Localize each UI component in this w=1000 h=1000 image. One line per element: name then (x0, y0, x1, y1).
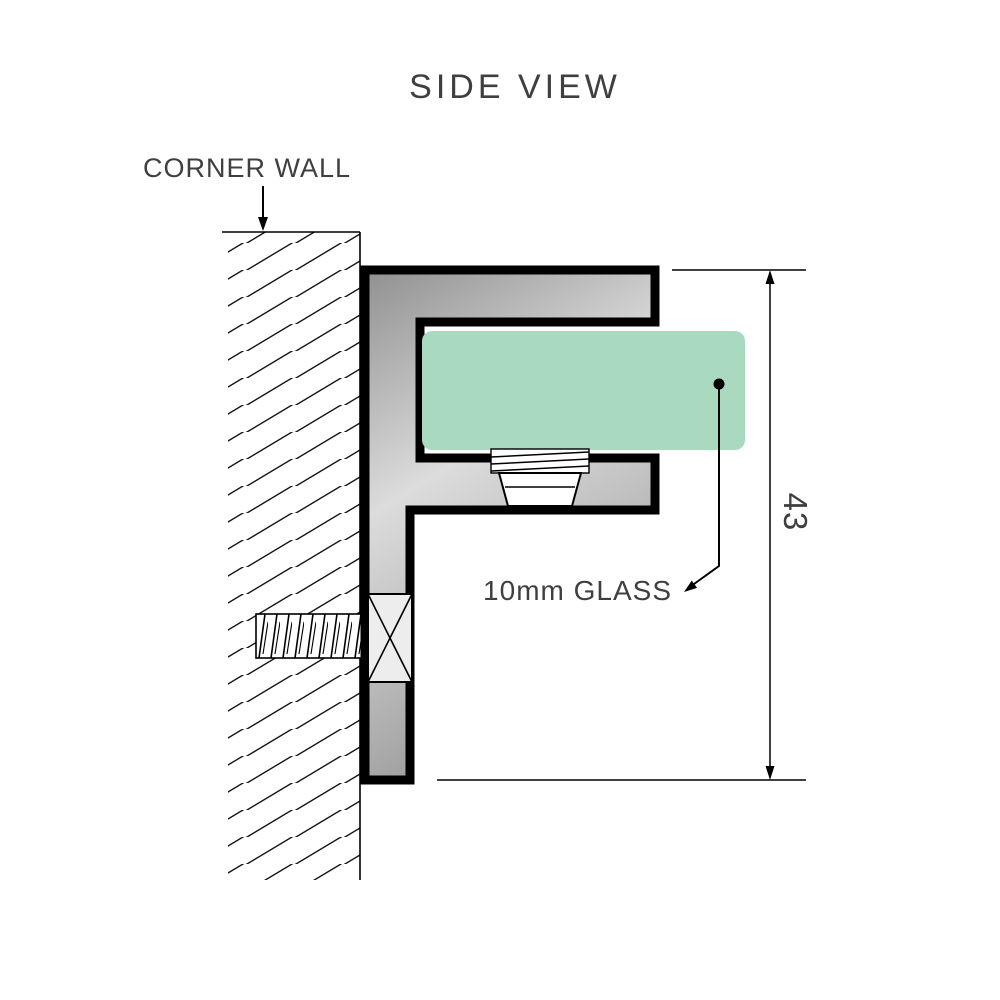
wall (222, 231, 361, 880)
corner-wall-arrow (258, 186, 268, 231)
wall-hatching (228, 232, 360, 880)
wall-screw-head (367, 593, 413, 683)
bracket-profile (360, 265, 660, 785)
dimension-arrow-bottom (765, 766, 775, 780)
dimension-label: 43 (777, 493, 814, 532)
page-title: SIDE VIEW (409, 68, 621, 106)
corner-wall-label: CORNER WALL (143, 153, 351, 183)
glass-leader (684, 378, 725, 592)
dimension-arrow-top (765, 270, 775, 284)
wall-screw (255, 613, 370, 659)
glass-leader-line (693, 384, 720, 585)
glass-label: 10mm GLASS (483, 575, 672, 606)
grub-screw (490, 448, 590, 507)
glass-leader-arrowhead (684, 580, 698, 592)
dimension: 43 (437, 269, 814, 781)
glass-panel (422, 331, 745, 450)
